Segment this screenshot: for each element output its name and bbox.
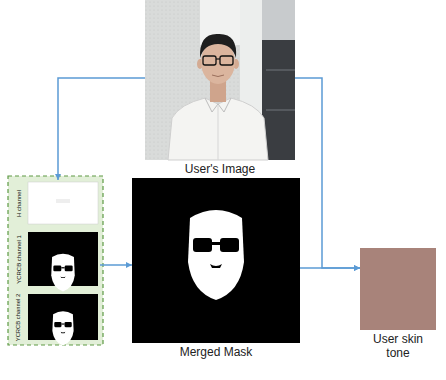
channel-image: H channel: [10, 180, 100, 226]
channel-panel: [8, 176, 103, 346]
channel-image: YCRCB channel 2: [10, 292, 100, 342]
channel-image: YCRCB channel 1: [10, 230, 100, 288]
skin-tone-swatch: [360, 248, 436, 330]
channel-label: H channel: [16, 189, 23, 216]
channel-label: YCRCB channel 2: [15, 293, 22, 341]
node-caption: User's Image: [145, 162, 295, 176]
mask-node: Merged Mask: [132, 178, 300, 362]
photo-node: User's Image: [145, 0, 295, 179]
user-photo: [145, 0, 295, 160]
channel-label: YCRCB channel 1: [15, 235, 22, 284]
node-caption: User skin tone: [363, 332, 433, 360]
flow-arrow: [100, 264, 132, 266]
flow-arrow: [295, 78, 360, 268]
flow-arrow: [58, 78, 145, 180]
merged-mask-image: [132, 178, 300, 343]
skin-tone-node: User skin tone: [360, 248, 436, 363]
node-caption: Merged Mask: [132, 345, 300, 359]
